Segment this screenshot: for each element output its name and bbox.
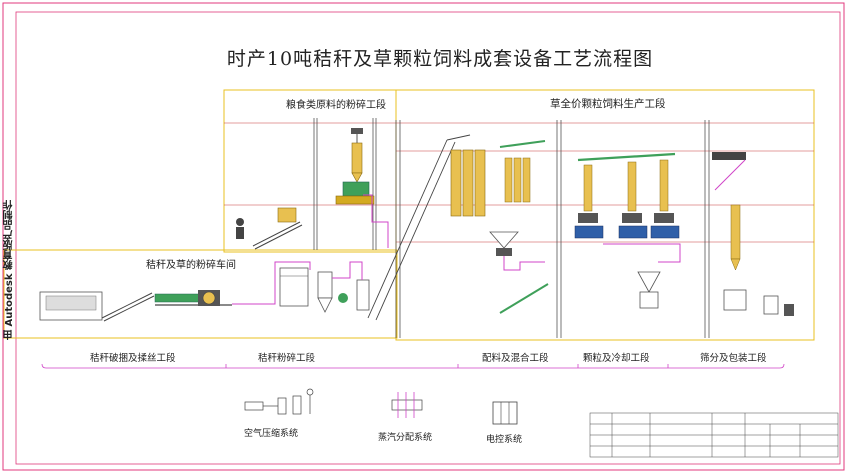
inclined-elevator (367, 134, 471, 321)
stage-label-2: 秸秆粉碎工段 (258, 353, 316, 364)
screening-packing (712, 152, 794, 316)
air-compression-icon (244, 388, 314, 415)
building-columns (313, 118, 710, 338)
electric-system-label: 电控系统 (486, 435, 523, 445)
stage-label-4: 颗粒及冷却工段 (583, 353, 650, 364)
grain-crusher-equipment (236, 128, 389, 250)
stage-label-3: 配料及混合工段 (482, 353, 549, 364)
steam-distribution-icon (391, 392, 423, 418)
stage-brace (41, 363, 785, 369)
steam-system-label: 蒸汽分配系统 (378, 433, 433, 443)
grass-feed-label: 草全价颗粒饲料生产工段 (550, 98, 666, 110)
diagram-title: 时产10吨秸秆及草颗粒饲料成套设备工艺流程图 (226, 48, 654, 70)
straw-workshop-label: 秸秆及草的粉碎车间 (146, 260, 236, 271)
straw-crushing-box (3, 249, 398, 339)
autodesk-watermark: 由 Autodesk 教育版产品制作 (4, 199, 15, 340)
batching-bins (450, 140, 549, 314)
straw-workshop-equipment (39, 261, 370, 322)
inner-frame (15, 11, 841, 465)
pellet-mills (574, 152, 681, 309)
grain-crushing-label: 粮食类原料的粉碎工段 (286, 100, 386, 111)
title-block (589, 412, 839, 458)
stage-label-5: 筛分及包装工段 (700, 353, 767, 364)
grain-crushing-box (223, 89, 397, 253)
electric-control-icon (492, 401, 518, 425)
stage-label-1: 秸秆破捆及揉丝工段 (90, 353, 176, 364)
air-system-label: 空气压缩系统 (244, 429, 299, 439)
